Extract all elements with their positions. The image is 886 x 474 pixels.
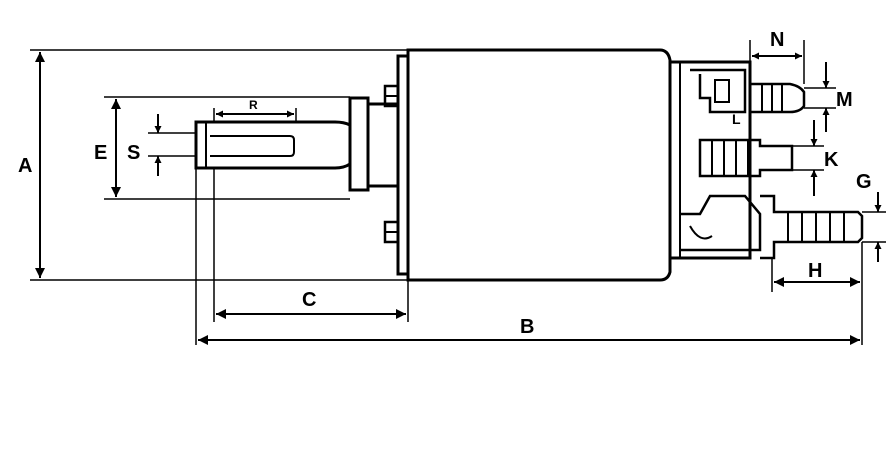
label-r: R: [249, 98, 258, 112]
label-g: G: [856, 171, 872, 193]
label-n: N: [770, 29, 784, 51]
plunger-housing: [348, 96, 398, 192]
dimension-lines: [35, 52, 882, 345]
rear-cap: [670, 60, 752, 260]
label-e: E: [94, 142, 107, 164]
label-a: A: [18, 155, 32, 177]
extension-lines: [30, 40, 886, 345]
housing-outline: [406, 48, 672, 282]
lower-bracket: [680, 194, 762, 252]
small-terminal: [750, 82, 806, 114]
label-c: C: [302, 289, 316, 311]
main-terminal: [760, 194, 864, 260]
label-s: S: [127, 142, 140, 164]
label-m: M: [836, 89, 853, 111]
label-h: H: [808, 260, 822, 282]
plunger-slot: [210, 135, 295, 157]
solenoid-body: [194, 48, 864, 282]
label-k: K: [824, 149, 839, 171]
label-l: L: [732, 111, 741, 127]
dimension-labels: A E S R C B N M L K G H: [18, 29, 872, 338]
plunger-shaft: [194, 120, 351, 170]
middle-terminal: [698, 138, 794, 178]
label-b: B: [520, 316, 534, 338]
front-flange: [396, 54, 410, 276]
upper-terminal-block: [690, 68, 747, 114]
